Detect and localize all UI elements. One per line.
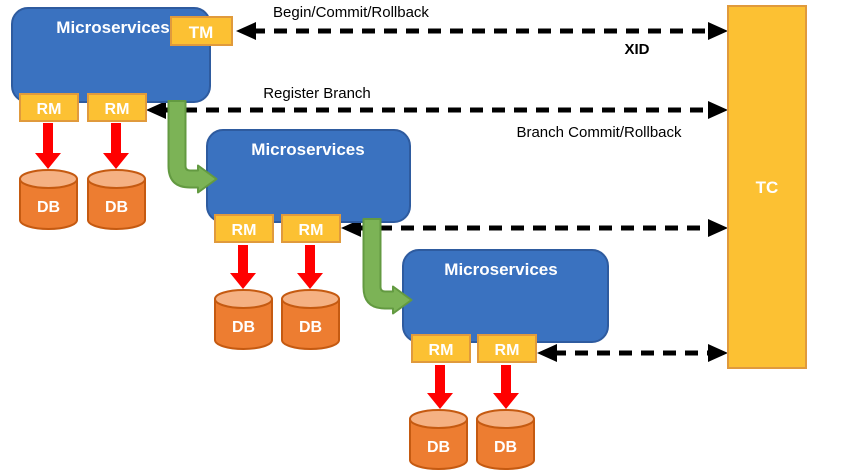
rm-box-1: RM: [19, 93, 79, 122]
rm-label: RM: [232, 222, 257, 239]
arrowhead-right-icon: [708, 219, 728, 237]
arrowhead-left-icon: [146, 101, 166, 119]
red-arrow-2: [103, 123, 129, 169]
rm-label: RM: [105, 101, 130, 118]
db-cylinder-4: DB: [281, 289, 340, 350]
label-xid: XID: [624, 41, 649, 58]
db-label: DB: [494, 439, 517, 456]
red-arrow-6: [493, 365, 519, 409]
green-arrow-1: [167, 100, 218, 194]
red-arrow-4: [297, 245, 323, 289]
db-cylinder-3: DB: [214, 289, 273, 350]
db-label: DB: [105, 199, 128, 216]
microservices-box-1: Microservices: [11, 7, 211, 103]
rm-label: RM: [495, 342, 520, 359]
dashed-arrow-register-branch: [146, 101, 728, 119]
db-label: DB: [37, 199, 60, 216]
rm-box-6: RM: [477, 334, 537, 363]
db-cylinder-1: DB: [19, 169, 78, 230]
db-cylinder-6: DB: [476, 409, 535, 470]
arrowhead-right-icon: [708, 344, 728, 362]
db-label: DB: [427, 439, 450, 456]
arrowhead-left-icon: [236, 22, 256, 40]
rm-box-4: RM: [281, 214, 341, 243]
label-register-branch: Register Branch: [263, 85, 371, 102]
arrowhead-left-icon: [537, 344, 557, 362]
db-cylinder-2: DB: [87, 169, 146, 230]
db-label: DB: [299, 319, 322, 336]
label-begin-commit-rollback: Begin/Commit/Rollback: [273, 4, 429, 21]
tc-box: TC: [727, 5, 807, 369]
tm-box: TM: [170, 16, 233, 46]
microservices-box-3: Microservices: [402, 249, 609, 343]
red-arrow-5: [427, 365, 453, 409]
rm-label: RM: [299, 222, 324, 239]
red-arrow-1: [35, 123, 61, 169]
arrowhead-left-icon: [341, 219, 361, 237]
red-arrow-3: [230, 245, 256, 289]
tc-label: TC: [756, 178, 779, 197]
dashed-arrow-begin-commit-rollback: [236, 22, 728, 40]
rm-box-2: RM: [87, 93, 147, 122]
db-label: DB: [232, 319, 255, 336]
rm-box-5: RM: [411, 334, 471, 363]
rm-label: RM: [429, 342, 454, 359]
db-cylinder-5: DB: [409, 409, 468, 470]
dashed-arrow-service3-tc: [537, 344, 728, 362]
arrowhead-right-icon: [708, 101, 728, 119]
rm-box-3: RM: [214, 214, 274, 243]
microservices-label: Microservices: [56, 18, 169, 37]
green-arrow-2: [362, 218, 413, 315]
microservices-box-2: Microservices: [206, 129, 411, 223]
dashed-arrow-service2-tc: [341, 219, 728, 237]
arrowhead-right-icon: [708, 22, 728, 40]
label-branch-commit-rollback: Branch Commit/Rollback: [516, 124, 682, 141]
rm-label: RM: [37, 101, 62, 118]
microservices-label: Microservices: [251, 140, 364, 159]
microservices-label: Microservices: [444, 260, 557, 279]
tm-label: TM: [189, 23, 214, 42]
